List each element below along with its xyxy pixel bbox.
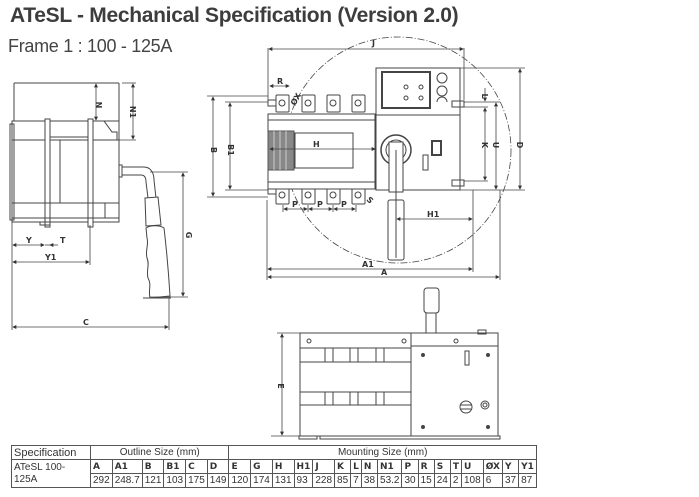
cell-value: 103 <box>163 473 187 488</box>
column-header: D <box>206 459 230 474</box>
dim-label-n1: N1 <box>128 106 137 119</box>
dim-label-c: C <box>83 318 89 327</box>
cell-value: 121 <box>141 473 165 488</box>
cell-value: 120 <box>228 473 252 488</box>
column-header: T <box>449 459 463 474</box>
column-header: B <box>141 459 165 474</box>
dim-label-y: Y <box>25 236 32 245</box>
dim-label-a1: A1 <box>362 260 374 269</box>
dim-label-h1: H1 <box>427 210 440 219</box>
cell-value: 7 <box>350 473 362 488</box>
mounting-size-header: Mounting Size (mm) <box>228 445 537 460</box>
column-header: C <box>185 459 208 474</box>
dim-label-p-1: P <box>292 200 298 209</box>
cell-value: 228 <box>312 473 336 488</box>
dim-label-h: H <box>313 140 320 149</box>
dim-label-g: G <box>184 232 193 239</box>
spec-table: Specification Outline Size (mm) Mounting… <box>11 445 537 488</box>
column-header: A <box>90 459 113 474</box>
column-header: A1 <box>111 459 143 474</box>
bottom-view-dimensions <box>271 332 300 437</box>
page-title: ATeSL - Mechanical Specification (Versio… <box>10 4 459 27</box>
dim-label-a: A <box>381 268 388 277</box>
column-header: N1 <box>377 459 403 474</box>
cell-value: 15 <box>417 473 435 488</box>
dim-label-l: L <box>480 93 489 98</box>
column-header: Y1 <box>518 459 537 474</box>
column-header: H1 <box>293 459 314 474</box>
cell-value: 87 <box>518 473 537 488</box>
bottom-view <box>298 287 501 440</box>
dim-label-p-2: P <box>317 200 323 209</box>
cell-value: 38 <box>360 473 379 488</box>
dim-label-s: S <box>365 195 376 206</box>
column-header: P <box>401 459 419 474</box>
cell-value: 248.7 <box>111 473 143 488</box>
cell-value: 131 <box>271 473 295 488</box>
dim-label-u: U <box>491 142 500 149</box>
dim-label-b1: B1 <box>226 144 235 156</box>
dim-label-p-3: P <box>341 200 347 209</box>
spec-header: Specification <box>11 445 91 460</box>
cell-value: 37 <box>501 473 520 488</box>
dim-label-n: N <box>94 102 103 109</box>
cell-value: 85 <box>334 473 352 488</box>
cell-value: 149 <box>206 473 230 488</box>
column-header: L <box>350 459 362 474</box>
dim-label-x: ØX <box>288 90 303 107</box>
frame-subtitle: Frame 1 : 100 - 125A <box>8 36 173 56</box>
column-header: Y <box>501 459 520 474</box>
column-header: B1 <box>163 459 187 474</box>
cell-value: 93 <box>293 473 314 488</box>
dim-label-t: T <box>60 236 66 245</box>
column-header: K <box>334 459 352 474</box>
front-view <box>267 36 512 264</box>
spec-table-group-row: Specification Outline Size (mm) Mounting… <box>11 445 537 460</box>
cell-value: 30 <box>401 473 419 488</box>
cell-value: 53.2 <box>377 473 403 488</box>
cell-value: 108 <box>461 473 484 488</box>
cell-value: 174 <box>250 473 273 488</box>
dim-label-b: B <box>209 147 218 153</box>
column-header: R <box>417 459 435 474</box>
cell-value: 6 <box>482 473 503 488</box>
cell-value: 2 <box>449 473 463 488</box>
side-view-labels: N N1 Y T Y1 C G <box>25 102 193 327</box>
dim-label-y1: Y1 <box>44 253 57 262</box>
column-header: U <box>461 459 484 474</box>
column-header: S <box>433 459 451 474</box>
model-name: ATeSL 100- 125A <box>11 459 91 488</box>
dim-label-r: R <box>277 77 283 86</box>
side-view <box>9 82 171 299</box>
column-header: E <box>228 459 252 474</box>
column-header: H <box>271 459 295 474</box>
dim-label-k: K <box>480 142 489 149</box>
mechanical-drawing: N N1 Y T Y1 C G <box>9 36 525 440</box>
outline-size-header: Outline Size (mm) <box>89 445 230 460</box>
dim-label-d: D <box>515 142 524 149</box>
bottom-view-labels: E <box>276 383 285 388</box>
front-view-dimensions <box>207 47 525 280</box>
dim-label-j: J <box>371 39 375 48</box>
column-header: G <box>250 459 273 474</box>
side-view-dimensions <box>11 82 188 330</box>
column-header: ØX <box>482 459 503 474</box>
cell-value: 24 <box>433 473 451 488</box>
column-header: N <box>360 459 379 474</box>
dim-label-e: E <box>276 383 285 388</box>
front-view-labels: J R ØX B B1 H H1 P P P S A1 A L K U D <box>209 39 524 277</box>
column-header: J <box>312 459 336 474</box>
cell-value: 292 <box>90 473 113 488</box>
cell-value: 175 <box>185 473 208 488</box>
